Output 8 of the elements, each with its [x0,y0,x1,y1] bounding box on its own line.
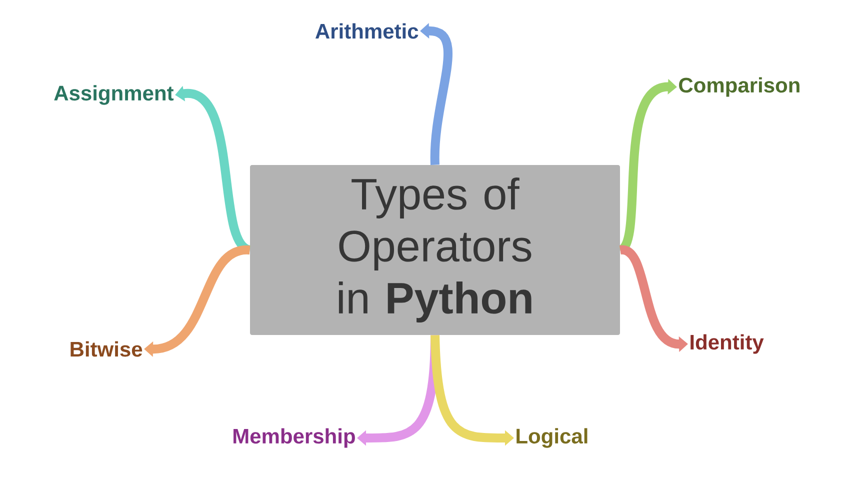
category-label: Comparison [679,77,800,97]
category-label: Logical [516,428,588,448]
category-label: Bitwise [70,341,142,357]
category-label: Arithmetic [315,23,418,39]
category-label: Identity [690,334,764,354]
title-box: Types of Operators in Python [250,165,620,335]
category-label: Membership [234,428,355,448]
category-label: Assignment [54,85,174,105]
